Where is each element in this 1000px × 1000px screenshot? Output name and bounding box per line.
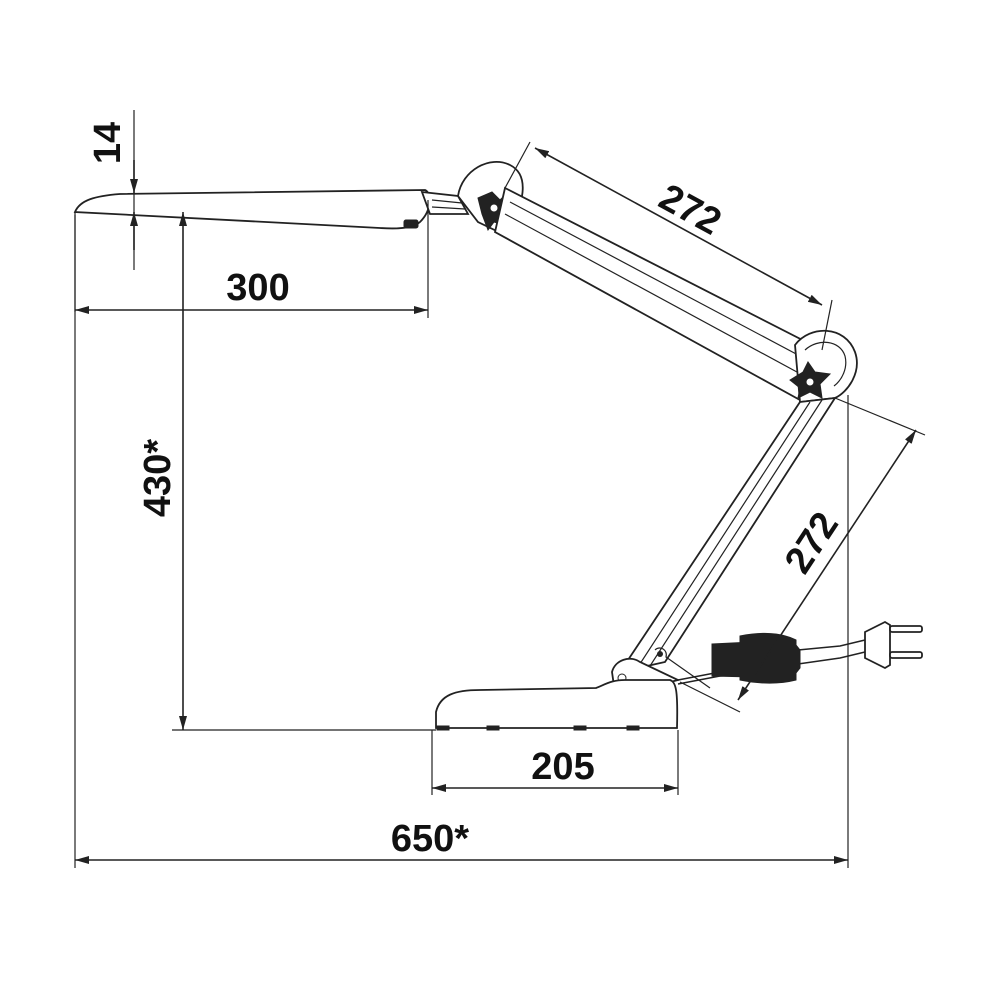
lamp-head-foot: [403, 219, 419, 229]
dim-height: 430*: [137, 439, 179, 517]
dimension-labels: 14 300 430* 272 272 205 650*: [87, 122, 847, 860]
lamp-base: [435, 679, 679, 729]
dim-base-length: 205: [531, 746, 594, 788]
dim-upper-arm: 272: [652, 176, 728, 243]
dim-head-thickness: 14: [87, 122, 129, 164]
dim-total-width: 650*: [391, 818, 469, 860]
dim-lower-arm: 272: [777, 505, 847, 581]
dim-head-length: 300: [226, 267, 289, 309]
dimension-lines: [74, 110, 926, 868]
desk-lamp: [73, 160, 923, 731]
power-plug-icon: [864, 620, 891, 670]
lamp-head: [73, 189, 431, 230]
